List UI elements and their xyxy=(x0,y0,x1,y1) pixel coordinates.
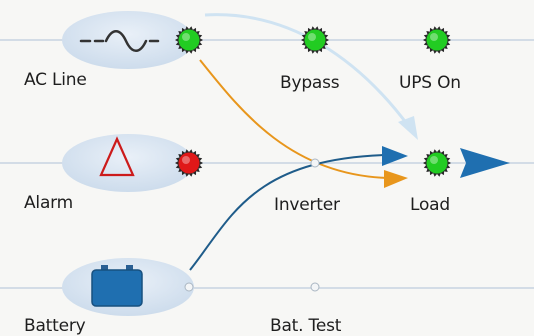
warning-triangle-icon xyxy=(99,136,135,177)
sine-wave-icon xyxy=(79,30,160,52)
bypass-arrowhead xyxy=(398,116,418,140)
inverter-node-dot xyxy=(310,158,320,168)
ups-on-led xyxy=(423,26,451,54)
battery-inverter-flow-arrow xyxy=(189,154,385,271)
ac-inverter-flow-arrow xyxy=(199,59,389,179)
alarm-label: Alarm xyxy=(24,193,74,213)
inverter-label: Inverter xyxy=(274,195,340,215)
bypass-label: Bypass xyxy=(280,73,340,93)
ac-line-capsule xyxy=(62,11,194,69)
load-led xyxy=(423,149,451,177)
ups-on-label: UPS On xyxy=(399,73,461,93)
ac-line-label: AC Line xyxy=(24,70,87,90)
bat-test-label: Bat. Test xyxy=(270,316,342,336)
bypass-led xyxy=(301,26,329,54)
load-label: Load xyxy=(410,195,450,215)
output-arrow xyxy=(460,148,510,178)
battery-icon xyxy=(91,265,143,307)
battery-label: Battery xyxy=(24,316,86,336)
led-indicators xyxy=(175,26,451,177)
alarm-led xyxy=(175,149,203,177)
ac-line-led xyxy=(175,26,203,54)
ac-inverter-arrowhead xyxy=(384,170,408,188)
battery-led-dot xyxy=(184,282,194,292)
battery-inverter-arrowhead xyxy=(382,146,408,166)
bat-test-node-dot xyxy=(310,282,320,292)
